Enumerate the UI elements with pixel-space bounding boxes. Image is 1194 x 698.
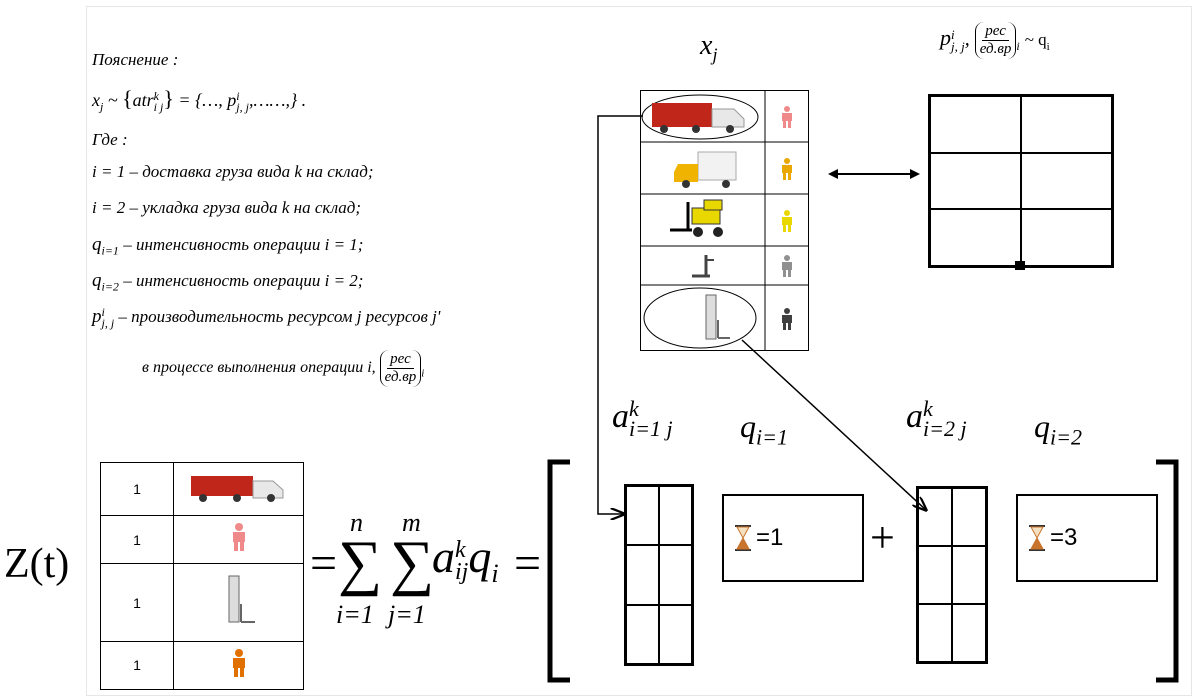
stacker-icon [228, 575, 255, 624]
person-icon [232, 523, 245, 552]
diagram-frame [86, 6, 1192, 696]
van-icon [674, 151, 737, 188]
a-matrix-i1 [624, 484, 694, 666]
hand-cart-icon [692, 255, 714, 278]
explanation-line-i2: i = 2 – укладка груза вида k на склад; [92, 198, 362, 217]
stacker-icon [705, 294, 730, 340]
matrix-marker [1015, 261, 1025, 270]
z-table-value: 1 [100, 563, 174, 642]
truck-icon [652, 103, 745, 133]
big-brackets [547, 459, 1179, 683]
person-icon [782, 210, 792, 232]
q-i2-label: qi=2 [1034, 408, 1082, 450]
person-icon [782, 308, 792, 330]
truck-icon [190, 475, 283, 502]
z-table-value: 1 [100, 515, 174, 565]
a-matrix-i2 [916, 486, 988, 664]
z-of-t: Z(t) [4, 541, 70, 587]
z-table-value: 1 [100, 461, 174, 517]
plus-sign: + [870, 513, 895, 562]
resource-table [640, 90, 809, 351]
person-icon [782, 106, 792, 128]
equals-sign: = [310, 537, 338, 590]
person-icon [232, 648, 245, 677]
z-table: 1 1 1 1 [100, 461, 304, 691]
double-arrow-icon [828, 169, 920, 179]
q2-value: =3 [1050, 524, 1078, 551]
explanation-heading: Пояснение : [92, 50, 179, 69]
sum-lower-j: j=1 [388, 600, 426, 629]
xj-label: xj [700, 30, 718, 65]
q1-box: =1 [722, 494, 864, 582]
sum-lower-i: i=1 [336, 600, 374, 629]
explanation-line-i1: i = 1 – доставка груза вида k на склад; [92, 162, 374, 181]
person-icon [782, 158, 792, 180]
explanation-line-q2: qi=2 – интенсивность операции i = 2; [92, 270, 364, 294]
person-icon [782, 255, 792, 277]
hourglass-icon [1029, 525, 1045, 551]
sum-upper-n: n [350, 508, 363, 537]
forklift-icon [670, 199, 723, 237]
hourglass-icon [735, 525, 751, 551]
q2-box: =3 [1016, 494, 1158, 582]
sigma-i: ∑ [338, 529, 383, 597]
explanation-where: Где : [92, 130, 128, 149]
sum-upper-m: m [402, 508, 421, 537]
equals-sign-2: = [514, 537, 542, 590]
explanation-line-q1: qi=1 – интенсивность операции i = 1; [92, 234, 364, 258]
q-i1-label: qi=1 [740, 408, 788, 450]
q1-value: =1 [756, 524, 784, 551]
sigma-j: ∑ [390, 529, 435, 597]
z-table-value: 1 [100, 640, 174, 691]
